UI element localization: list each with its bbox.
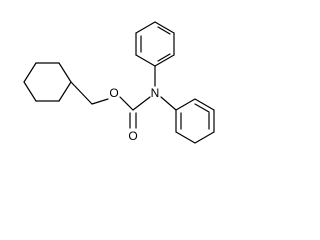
carbonyl-oxygen-label: O [128,129,137,143]
ring-bond [194,131,215,144]
cyclohexane-ring [23,62,72,102]
ring-bond [194,98,215,111]
aromatic-inner-bond [157,53,171,62]
ring-bond [23,62,37,83]
atom-labels: O O N [109,86,159,143]
oxygen-to-carbonyl-bond [119,96,134,111]
chemical-structure: O O N [23,21,215,144]
ester-oxygen-label: O [109,86,118,100]
carbonyl-to-nitrogen-bond [132,96,151,111]
ring-bond [154,21,175,34]
ring-bond [58,62,72,83]
ring-bond [23,81,37,102]
phenyl-ring-upper [135,21,175,87]
nitrogen-to-phenyl-bond [160,96,177,111]
ring-bond [135,21,156,34]
aromatic-inner-bond [157,26,171,35]
ring-bond [175,131,196,144]
methylene-linker [70,81,109,105]
aromatic-inner-bond [194,103,210,113]
ch2-to-oxygen-bond [91,98,109,105]
nitrogen-label: N [151,86,160,100]
ring-bond [175,98,196,111]
ring-bond [154,54,175,67]
ring-bond [135,54,156,67]
carbamate-group [119,96,151,129]
phenyl-ring-lower [160,96,215,144]
ring-to-ch2-bond [70,81,93,105]
ring-bond [58,81,72,102]
